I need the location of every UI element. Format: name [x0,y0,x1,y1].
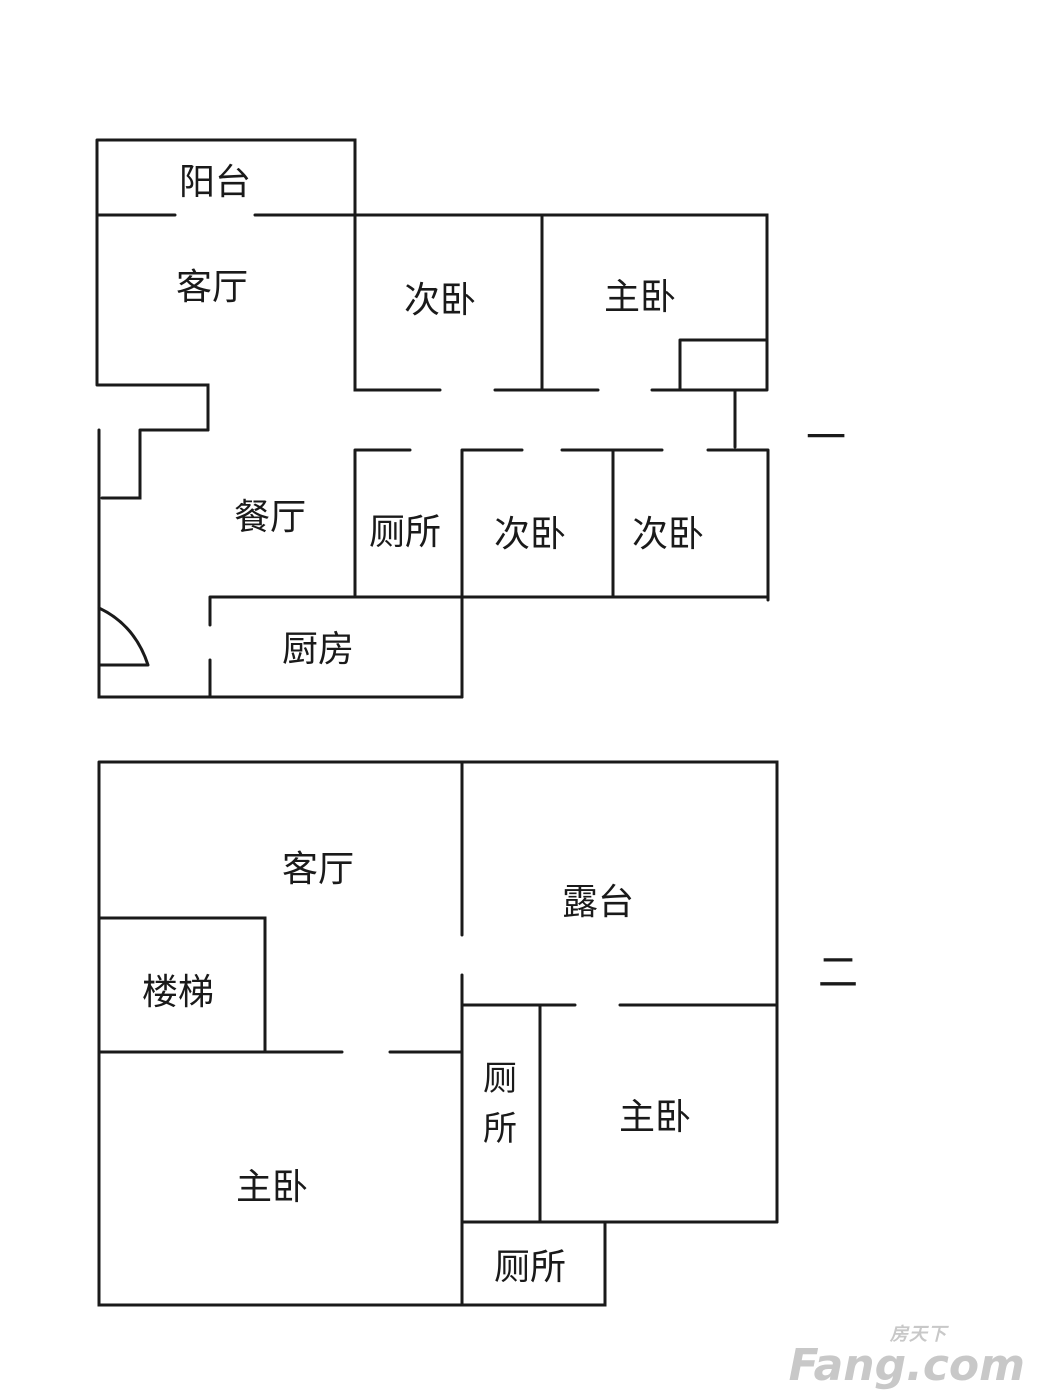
room-label-living-1f: 客厅 [176,267,248,308]
room-label-master-1f: 主卧 [604,277,676,318]
room-label-bedroom2-right: 次卧 [632,514,704,555]
master-right-walls [460,1003,779,1224]
floor-1-marker: 一 [806,415,846,461]
room-label-toilet-2f-bottom: 所 [483,1109,517,1149]
floor-1-plan [95,138,770,699]
floor-2-plan [97,760,779,1307]
master-closet [678,338,769,449]
room-label-living-2f: 客厅 [282,849,354,890]
watermark-cn: 房天下 [890,1324,947,1345]
watermark-en: Fang.com [788,1340,1025,1391]
room-label-bedroom2-top: 次卧 [404,280,476,321]
middle-row-walls [353,448,770,699]
floor-2-marker: 二 [818,950,858,996]
room-label-terrace: 露台 [562,882,634,923]
room-label-master-left-2f: 主卧 [236,1167,308,1208]
outer-walls-2f [97,760,779,1307]
room-label-balcony: 阳台 [179,162,251,203]
room-label-kitchen: 厨房 [282,629,354,670]
stair-outline [100,428,210,500]
entrance-door [97,603,150,667]
room-label-dining: 餐厅 [234,497,306,538]
outer-left-wall [95,213,210,607]
room-label-toilet-2f-bottom-room: 厕所 [494,1247,566,1288]
bedroom-top-walls [353,213,769,392]
watermark-logo: 房天下 Fang.com [789,1326,1025,1388]
entrance-bottom-wall [97,663,212,699]
kitchen-walls [208,595,464,699]
stairs-box [97,916,267,1054]
balcony-walls [95,138,357,217]
room-label-toilet-1f: 厕所 [369,512,441,553]
room-label-toilet-2f-top: 厕 [483,1059,517,1099]
room-label-bedroom2-mid: 次卧 [494,514,566,555]
room-label-stairs: 楼梯 [142,972,214,1013]
room-label-master-right-2f: 主卧 [619,1097,691,1138]
